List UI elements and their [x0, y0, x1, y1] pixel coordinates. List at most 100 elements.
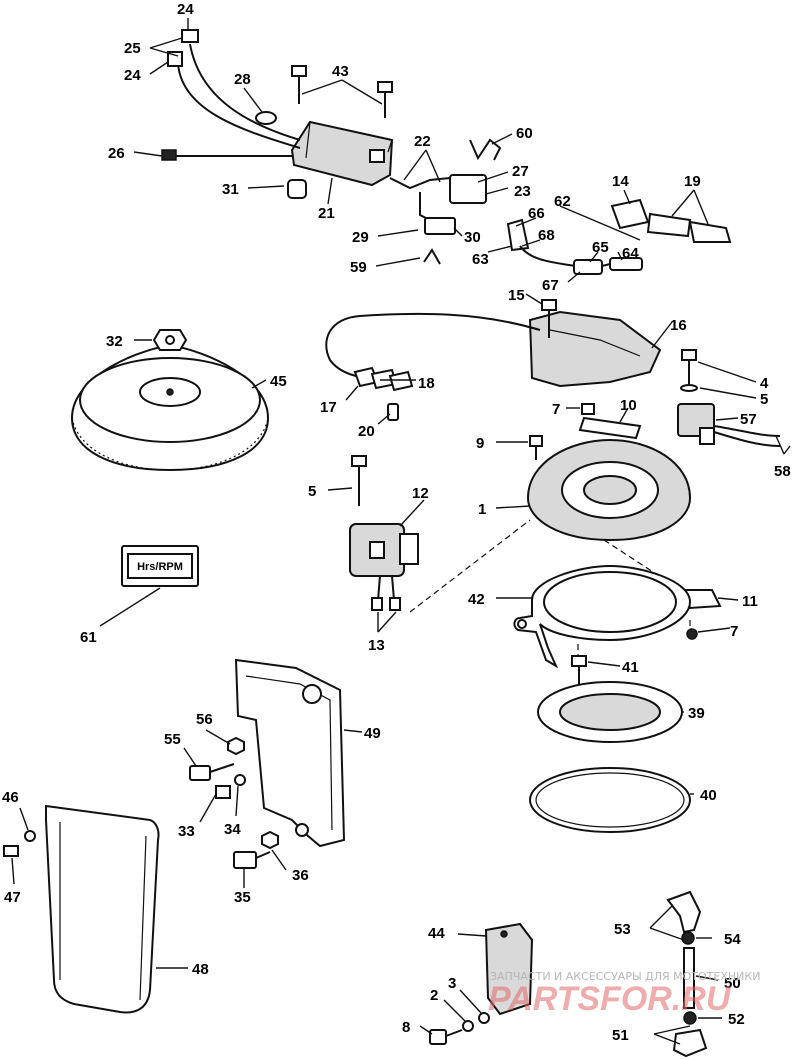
screw-5-left: [351, 455, 367, 506]
callout-30: 30: [464, 229, 481, 246]
watermark-line2: PARTSFOR.RU: [488, 980, 732, 1018]
callout-59: 59: [350, 259, 367, 276]
callout-5-left: 5: [308, 483, 316, 500]
bracket-42: [513, 564, 692, 669]
callout-25: 25: [124, 40, 141, 57]
callout-17: 17: [320, 399, 337, 416]
callout-numbers: 24 25 24 28 43 26 31 21 22 60 27 23 29 3…: [2, 1, 791, 1044]
callout-20: 20: [358, 423, 375, 440]
callout-10: 10: [620, 397, 637, 414]
callout-67: 67: [542, 277, 559, 294]
clip-28: [255, 111, 277, 125]
callout-4: 4: [760, 375, 769, 392]
callout-33: 33: [178, 823, 195, 840]
callout-32: 32: [106, 333, 123, 350]
callout-15: 15: [508, 287, 525, 304]
plate-39: [537, 681, 683, 743]
elbow-53: [666, 890, 702, 934]
callout-52: 52: [728, 1011, 745, 1028]
leader-lines: [11, 18, 791, 1045]
callout-54: 54: [724, 931, 741, 948]
hose-50: [683, 947, 695, 1009]
callout-16: 16: [670, 317, 687, 334]
callout-49: 49: [364, 725, 381, 742]
callout-34: 34: [224, 821, 241, 838]
callout-40: 40: [700, 787, 717, 804]
mounting-plate-49: [234, 658, 346, 848]
callout-13: 13: [368, 637, 385, 654]
power-pack-21: [290, 120, 394, 187]
callout-63: 63: [472, 251, 489, 268]
grommet-31: [287, 179, 307, 199]
armature-plate-1: [526, 438, 692, 542]
callout-60: 60: [516, 125, 533, 142]
leads-13: [371, 575, 401, 611]
watermark: ЗАПЧАСТИ И АКСЕССУАРЫ ДЛЯ МОТОТЕХНИКИ PA…: [488, 970, 760, 1018]
charge-coil-12: [349, 523, 419, 577]
callout-57: 57: [740, 411, 757, 428]
callout-26: 26: [108, 145, 125, 162]
callout-36: 36: [292, 867, 309, 884]
callout-64: 64: [622, 245, 639, 262]
callout-29: 29: [352, 229, 369, 246]
callout-43: 43: [332, 63, 349, 80]
callout-21: 21: [318, 205, 335, 222]
callout-42: 42: [468, 591, 485, 608]
callout-61: 61: [80, 629, 97, 646]
callout-53: 53: [614, 921, 631, 938]
screw-55-56: [189, 736, 245, 781]
callout-22: 22: [414, 133, 431, 150]
screw-46-47: [3, 830, 36, 857]
callout-45: 45: [270, 373, 287, 390]
callout-7-bottom: 7: [730, 623, 738, 640]
callout-51: 51: [612, 1027, 629, 1044]
callout-41: 41: [622, 659, 639, 676]
bracket-10: [578, 416, 642, 440]
callout-14: 14: [612, 173, 629, 190]
callout-12: 12: [412, 485, 429, 502]
callout-68: 68: [538, 227, 555, 244]
screw-43-left: [291, 65, 307, 104]
callout-7-top: 7: [552, 401, 560, 418]
callout-48: 48: [192, 961, 209, 978]
callout-47: 47: [4, 889, 21, 906]
screw-15: [541, 299, 557, 338]
elbow-51: [672, 1028, 708, 1058]
nut-7: [686, 628, 698, 640]
callout-1: 1: [478, 501, 486, 518]
callout-56: 56: [196, 711, 213, 728]
callout-11: 11: [742, 593, 758, 610]
coil-57: [677, 403, 781, 447]
callout-46: 46: [2, 789, 19, 806]
callout-3: 3: [448, 975, 456, 992]
callout-50: 50: [724, 975, 741, 992]
callout-66: 66: [528, 205, 545, 222]
callout-23: 23: [514, 183, 531, 200]
callout-55: 55: [164, 731, 181, 748]
screw-9: [529, 435, 543, 460]
screw-41: [571, 655, 587, 686]
rectifier-44: [484, 922, 534, 1016]
callout-39: 39: [688, 705, 705, 722]
hrs-rpm-label: Hrs/RPM: [137, 561, 183, 573]
callout-31: 31: [222, 181, 239, 198]
screw-43-right: [377, 81, 393, 118]
screw-4-5: [680, 349, 698, 392]
callout-18: 18: [418, 375, 435, 392]
callout-35: 35: [234, 889, 251, 906]
screw-8-2-3: [429, 1012, 490, 1045]
callout-58: 58: [774, 463, 791, 480]
nut-32: [152, 329, 188, 351]
clip-60: [469, 138, 502, 161]
callout-19: 19: [684, 173, 701, 190]
timer-base-16: [528, 310, 662, 388]
clip-59: [423, 248, 441, 265]
callout-8: 8: [402, 1019, 410, 1036]
callout-62: 62: [554, 193, 571, 210]
sleeve-14-19: [610, 198, 732, 243]
flywheel-45: [70, 344, 270, 472]
harness-wires: [161, 29, 487, 235]
callout-9: 9: [476, 435, 484, 452]
connector-62-68: [506, 218, 643, 275]
